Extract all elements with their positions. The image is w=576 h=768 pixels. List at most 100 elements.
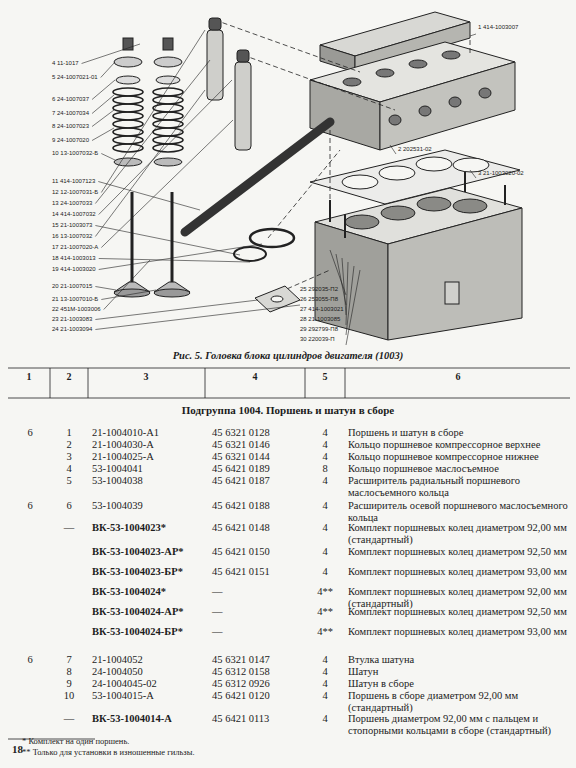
table-cell: 8 [322,463,327,475]
leader-line [92,128,114,141]
table-cell: 6 [27,654,32,666]
table-cell: Поршень диаметром 92,00 мм с пальцем и с… [348,713,572,736]
callout-number: 5 24-1007021-01 [52,74,98,81]
table-cell: Кольцо поршневое компрессорное нижнее [348,451,572,463]
table-cell: 4 [322,451,327,463]
callout-number: 23 21-1003083 [52,316,92,323]
table-cell: 45 6421 0151 [212,566,270,578]
callout-number: 29 292799-П8 [300,326,338,333]
table-cell: 4 [322,427,327,439]
table-cell: 53-1004041 [92,463,143,475]
leader-line [99,80,232,215]
leader-line [470,34,476,36]
column-heading: 6 [456,371,461,382]
table-cell: Шатун [348,666,572,678]
table-cell: 3 [66,451,71,463]
leader-line [390,145,396,154]
table-cell: ВК-53-1004024-БР* [92,626,183,638]
table-cell: ВК-53-1004023* [92,522,166,534]
table-cell: 53-1004015-А [92,690,154,702]
table-cell: 21-1004030-А [92,439,154,451]
table-cell: Комплект поршневых колец диаметром 93,00… [348,566,572,578]
callout-number: 21 13-1007010-Б [52,296,98,303]
table-cell: 6 [27,500,32,512]
table-cell: 7 [66,654,71,666]
table-cell: 8 [66,666,71,678]
table-cell: ВК-53-1004023-АР* [92,546,184,558]
table-cell: — [64,522,75,534]
callout-number: 16 13-1007032 [52,233,92,240]
leader-line [104,260,150,310]
leader-line [92,110,114,127]
table-cell: 2 [66,439,71,451]
leader-line [99,244,262,270]
column-heading: 4 [253,371,258,382]
table-cell: — [212,606,223,618]
leader-line [95,300,258,320]
table-cell: — [212,586,223,598]
table-cell: Кольцо поршневое маслосъемное [348,463,572,475]
leader-line [101,62,115,78]
column-heading: 2 [67,371,72,382]
table-cell: 24-1004045-02 [92,678,157,690]
table-cell: 45 6421 0188 [212,500,270,512]
table-cell: 4 [66,463,71,475]
callout-number: 2 202531-02 [398,146,432,153]
table-cell: 4 [322,654,327,666]
callout-number: 30 220039-П [300,336,335,343]
table-cell: ВК-53-1004024* [92,586,166,598]
callout-number: 4 11-1017 [52,60,79,67]
callout-number: 10 13-1007032-Б [52,150,98,157]
table-cell: 45 6321 0146 [212,439,270,451]
table-cell: — [64,713,75,725]
callout-number: 9 24-1007020 [52,137,89,144]
leader-line [346,270,360,345]
table-cell: 4 [322,690,327,702]
table-cell: Расширитель осевой поршневого маслосъемн… [348,500,572,523]
table-cell: 4** [317,626,333,638]
table-cell: Кольцо поршневое компрессорное верхнее [348,439,572,451]
table-cell: 45 6421 0113 [212,713,269,725]
table-cell: ВК-53-1004024-АР* [92,606,184,618]
leader-line [92,80,115,100]
table-cell: 5 [66,475,71,487]
table-cell: 21-1004052 [92,654,143,666]
callout-number: 17 21-1007020-А [52,244,98,251]
table-cell: Расширитель радиальный поршневого маслос… [348,475,572,498]
table-cell: 21-1004010-А1 [92,427,159,439]
callout-number: 3 21-1003020-02 [478,170,524,177]
callout-number: 13 24-1007033 [52,200,92,207]
leader-line [92,95,114,114]
callout-number: 20 21-1007015 [52,283,92,290]
table-cell: 45 6421 0150 [212,546,270,558]
table-cell: ВК-53-1004023-БР* [92,566,183,578]
table-cell: 6 [66,500,71,512]
table-cell: Комплект поршневых колец диаметром 93,00… [348,626,572,638]
table-cell: 4 [322,500,327,512]
callout-number: 24 21-1003094 [52,326,92,333]
table-cell: Поршень в сборе диаметром 92,00 мм (стан… [348,690,572,713]
table-cell: 45 6321 0147 [212,654,270,666]
table-cell: Втулка шатуна [348,654,572,666]
callout-number: 6 24-1007037 [52,96,89,103]
callout-number: 19 414-1003020 [52,266,96,273]
table-cell: 45 6421 0189 [212,463,270,475]
table-cell: 6 [27,427,32,439]
table-cell: 4 [322,439,327,451]
table-cell: 24-1004050 [92,666,143,678]
leader-line [95,305,300,330]
table-cell: 45 6421 0187 [212,475,270,487]
leader-line [346,262,348,325]
table-cell: Комплект поршневых колец диаметром 92,00… [348,586,572,609]
table-cell: Комплект поршневых колец диаметром 92,00… [348,522,572,545]
table-cell: — [212,626,223,638]
table-cell: Шатун в сборе [348,678,572,690]
table-cell: 4 [322,522,327,534]
table-cell: 21-1004025-А [92,451,154,463]
callout-number: 8 24-1007023 [52,123,89,130]
table-cell: 4 [322,546,327,558]
footnote: ** Только для установки в изношенные гил… [22,747,195,757]
table-cell: 4 [322,475,327,487]
leader-line [101,120,233,248]
table-cell: 45 6421 0120 [212,690,270,702]
